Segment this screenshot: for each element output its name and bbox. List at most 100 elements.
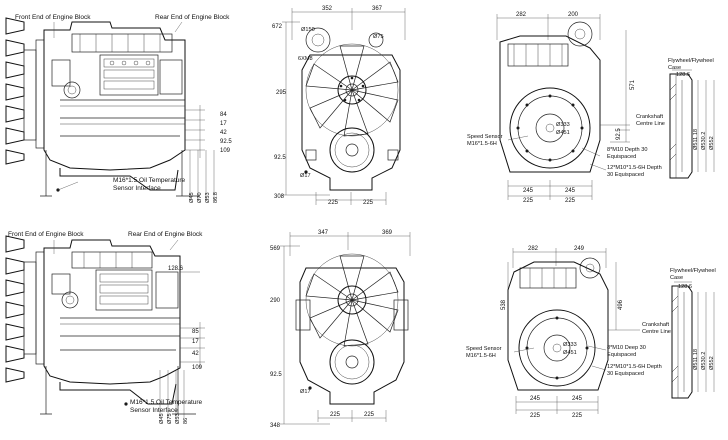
top-flywheel-detail: Flywheel/Flywheel Case 128.6 Ø511.18 Ø53…	[668, 58, 715, 179]
bottom-speed-sensor-label-line1: Speed Sensor	[466, 346, 502, 352]
oil-temp-sensor-label-line1: M16*1.5 Oil Temperature	[113, 177, 186, 184]
side-dim-1: 84	[220, 112, 227, 118]
bolt-note-2-line1: 12*M10*1.5-6H Depth	[607, 165, 662, 171]
bottom-front-bottom-dim-1: 225	[330, 412, 341, 418]
crankshaft-label-line2: Centre Line	[636, 121, 665, 127]
rear-engine-end-label: Rear End of Engine Block	[155, 14, 230, 21]
bottom-rear-view: 282 249 496 538 245 245 225 225 Speed Se…	[466, 246, 671, 419]
bottom-side-bottom-dim-2: Ø75	[167, 413, 173, 424]
bottom-front-top-dim-right: 369	[382, 230, 393, 236]
rear-bottom-dim-1: 245	[523, 188, 534, 194]
bottom-rear-bottom-dim-3: 225	[530, 413, 541, 419]
front-left-dim-4: 308	[274, 194, 285, 200]
bottom-rear-bottom-dim-1: 245	[530, 396, 541, 402]
bottom-side-dim-3: 17	[192, 339, 199, 345]
bottom-flywheel-label-line2: Case	[670, 275, 683, 281]
bottom-front-left-dim-1: 569	[270, 246, 281, 252]
bottom-rear-bottom-dim-4: 225	[572, 413, 583, 419]
bottom-front-top-dim-left: 347	[318, 230, 329, 236]
bottom-flywheel-label-line1: Flywheel/Flywheel	[670, 268, 716, 274]
bottom-flywheel-dim-3: Ø530.2	[701, 352, 707, 370]
flywheel-dim-1: 128.6	[676, 72, 690, 78]
front-fan	[305, 43, 399, 137]
side-bottom-dim-3: Ø53	[205, 192, 211, 203]
bottom-flywheel-detail: Flywheel/Flywheel Case 128.6 Ø511.18 Ø53…	[670, 268, 716, 399]
front-left-dim-2: 295	[276, 90, 287, 96]
bottom-bolt-note-2-line2: 30 Equispaced	[607, 371, 644, 377]
bottom-rear-inner-dim-2: Ø451	[563, 350, 577, 356]
flywheel-dim-4: Ø552	[709, 136, 715, 150]
bottom-front-view: 347 369 569 290 92.5 348 225 225 Ø17	[270, 230, 411, 429]
bottom-side-bottom-dim-3: Ø53	[175, 413, 181, 424]
front-top-dim-left: 352	[322, 6, 333, 12]
bottom-front-left-dim-3: 92.5	[270, 372, 282, 378]
top-front-view: 352 367 672 295 92.5 308 225 225	[272, 6, 406, 206]
bottom-crankshaft-label-line1: Crankshaft	[642, 322, 669, 328]
top-side-view: Front End of Engine Block Rear End of En…	[5, 14, 232, 203]
front-left-dim-3: 92.5	[274, 155, 286, 161]
side-bottom-dim-4: 86.8	[213, 192, 219, 203]
bottom-rear-bottom-dim-2: 245	[572, 396, 583, 402]
front-callout-2: Ø75	[373, 34, 384, 40]
front-callout-1: Ø150	[301, 27, 315, 33]
front-callout-4: Ø17	[300, 173, 311, 179]
side-bottom-dim-1: Ø45	[189, 192, 195, 203]
front-left-dim-1: 672	[272, 24, 283, 30]
bolt-note-1-line1: 8*M10 Depth 30	[607, 147, 647, 153]
bottom-rear-right-dim-1: 496	[618, 299, 624, 310]
bottom-side-dim-4: 42	[192, 351, 199, 357]
rear-bottom-dim-3: 225	[523, 198, 534, 204]
flywheel-label-line1: Flywheel/Flywheel	[668, 58, 714, 64]
bottom-rear-top-dim-right: 249	[574, 246, 585, 252]
side-bottom-dim-2: Ø70	[197, 192, 203, 203]
front-engine-end-label: Front End of Engine Block	[15, 14, 91, 21]
rear-top-dim-right: 200	[568, 12, 579, 18]
bottom-front-engine-end-label: Front End of Engine Block	[8, 231, 84, 238]
bottom-bolt-note-1-line2: Equispaced	[607, 352, 636, 358]
bottom-flywheel-dim-4: Ø552	[709, 356, 715, 370]
front-bottom-dim-1: 225	[328, 200, 339, 206]
rear-bottom-dim-2: 245	[565, 188, 576, 194]
bottom-side-bottom-dim-1: Ø45	[159, 413, 165, 424]
bottom-speed-sensor-label-line2: M16*1.5-6H	[466, 353, 496, 359]
front-bottom-dim-2: 225	[363, 200, 374, 206]
side-dim-3: 42	[220, 130, 227, 136]
top-rear-view: 282 200 571 92.5 245 245 225 225	[467, 12, 665, 204]
rear-right-dim-1: 571	[630, 79, 636, 90]
bottom-front-fan	[305, 253, 399, 347]
bottom-front-callout-1: Ø17	[300, 389, 311, 395]
bottom-oil-temp-sensor-label-line2: Sensor Interface	[130, 407, 178, 414]
bottom-front-bottom-dim-2: 225	[364, 412, 375, 418]
bottom-flywheel-dim-1: 128.6	[678, 284, 692, 290]
side-dim-4: 92.5	[220, 139, 232, 145]
bottom-rear-right-dim-2: 538	[501, 299, 507, 310]
side-dim-5: 109	[220, 148, 231, 154]
bottom-front-left-dim-4: 348	[270, 423, 281, 429]
bottom-side-dim-2: 85	[192, 329, 199, 335]
oil-temp-sensor-label-line2: Sensor Interface	[113, 185, 161, 192]
bottom-rear-top-dim-left: 282	[528, 246, 539, 252]
bolt-note-1-line2: Equispaced	[607, 154, 636, 160]
bottom-front-left-dim-2: 290	[270, 298, 281, 304]
side-dim-2: 17	[220, 121, 227, 127]
front-callout-3: 6XM8	[298, 56, 313, 62]
bottom-bolt-note-2-line1: 12*M10*1.5-6H Depth	[607, 364, 662, 370]
bottom-side-dim-1: 128.6	[168, 266, 184, 272]
rear-bottom-dim-4: 225	[565, 198, 576, 204]
front-top-dim-right: 367	[372, 6, 383, 12]
bottom-side-view: Front End of Engine Block Rear End of En…	[5, 231, 205, 424]
flywheel-dim-3: Ø530.2	[701, 132, 707, 150]
fan-blade-stack	[5, 17, 25, 165]
bottom-side-bottom-dim-4: 86	[183, 418, 189, 424]
rear-inner-dim-2: Ø451	[556, 130, 570, 136]
bottom-oil-temp-sensor-label-line1: M16*1.5 Oil Temperature	[130, 399, 203, 406]
bottom-rear-inner-dim-1: Ø333	[563, 342, 577, 348]
bottom-flywheel-dim-2: Ø511.18	[693, 349, 699, 370]
rear-inner-dim-1: Ø333	[556, 122, 570, 128]
bottom-bolt-note-1-line1: 8*M10 Deep 30	[607, 345, 646, 351]
bottom-side-dim-5: 109	[192, 365, 203, 371]
crankshaft-label-line1: Crankshaft	[636, 114, 663, 120]
bottom-crankshaft-label-line2: Centre Line	[642, 329, 671, 335]
bottom-rear-engine-end-label: Rear End of Engine Block	[128, 231, 203, 238]
rear-top-dim-left: 282	[516, 12, 527, 18]
